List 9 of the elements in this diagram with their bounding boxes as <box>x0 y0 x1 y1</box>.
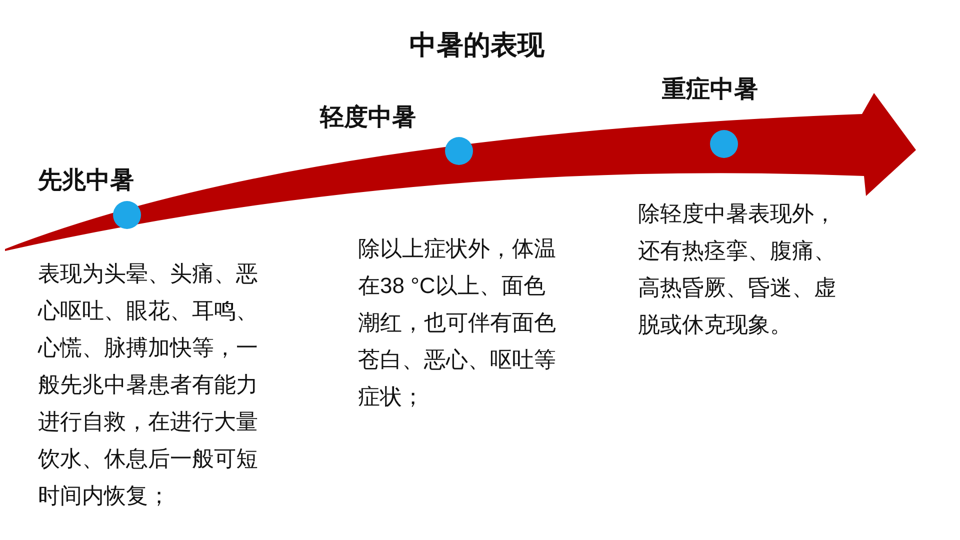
stage-heading: 先兆中暑 <box>38 166 134 196</box>
stage-description: 除轻度中暑表现外，还有热痉挛、腹痛、高热昏厥、昏迷、虚脱或休克现象。 <box>638 200 837 339</box>
stage-description: 除以上症状外，体温在38 °C以上、面色潮红，也可伴有面色苍白、恶心、呕吐等症状； <box>358 235 557 411</box>
marker-dot <box>113 201 141 229</box>
stage-description: 表现为头晕、头痛、恶心呕吐、眼花、耳鸣、心慌、脉搏加快等，一般先兆中暑患者有能力进行自救，在进行大量饮水、休息后一般可短时间内恢复； <box>38 260 259 510</box>
marker-dot <box>445 137 473 165</box>
title: 中暑的表现 <box>408 30 546 60</box>
stage-heading: 重症中暑 <box>662 75 758 105</box>
stage-heading: 轻度中暑 <box>320 103 416 133</box>
